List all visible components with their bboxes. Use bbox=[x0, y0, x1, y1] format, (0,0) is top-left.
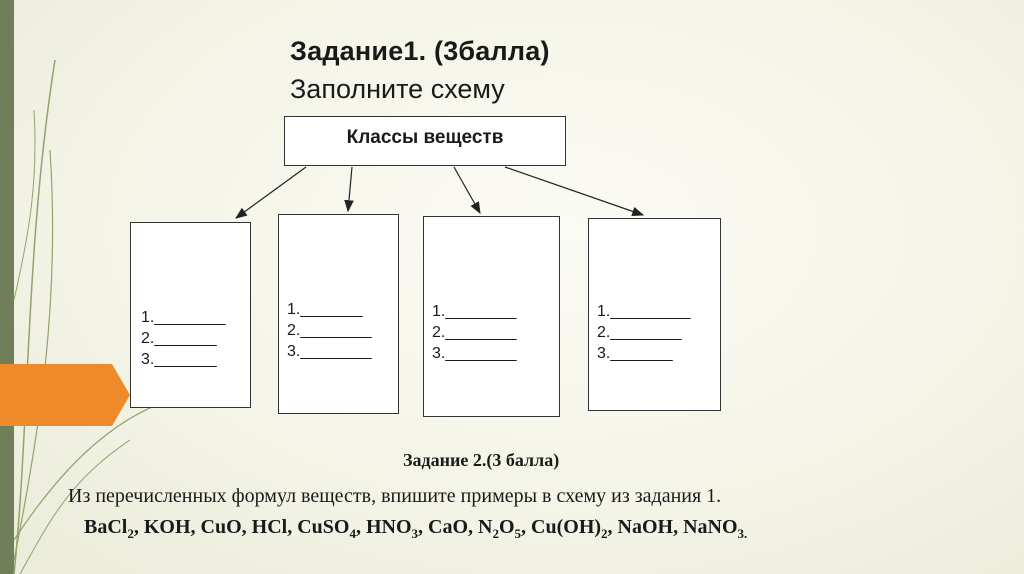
arrow-to-box-4 bbox=[504, 166, 645, 216]
root-class-box: Классы веществ bbox=[284, 116, 566, 166]
box2-line-2: 2.________ bbox=[287, 322, 372, 339]
box3-line-1: 1.________ bbox=[432, 303, 517, 320]
formula-subscript: . bbox=[744, 526, 748, 541]
formula-subscript: 4 bbox=[349, 526, 356, 541]
formula-subscript: 5 bbox=[514, 526, 522, 541]
formula-list: BaCl2, KOH, CuO, HCl, CuSO4, HNO3, CaO, … bbox=[84, 516, 747, 542]
formula-subscript: 3 bbox=[737, 526, 745, 541]
formula-subscript: 3 bbox=[411, 526, 419, 541]
formula-part: , NaOH, NaNO bbox=[607, 516, 738, 538]
box4-line-2: 2.________ bbox=[597, 324, 682, 341]
formula-part: , HNO bbox=[355, 516, 412, 538]
formula-part: O bbox=[498, 516, 515, 538]
arrow-to-box-1 bbox=[235, 166, 307, 219]
decorative-leaves bbox=[13, 59, 171, 574]
box3-line-3: 3.________ bbox=[432, 345, 517, 362]
box1-line-1: 1.________ bbox=[141, 309, 226, 326]
formula-subscript: 2 bbox=[127, 526, 134, 541]
box2-line-1: 1._______ bbox=[287, 301, 363, 318]
formula-subscript: 2 bbox=[492, 526, 499, 541]
class-box-2: 1._______ 2.________ 3.________ bbox=[278, 214, 399, 414]
box3-line-2: 2.________ bbox=[432, 324, 517, 341]
class-box-3: 1.________ 2.________ 3.________ bbox=[423, 216, 560, 417]
box1-line-2: 2._______ bbox=[141, 330, 217, 347]
class-box-1: 1.________ 2._______ 3._______ bbox=[130, 222, 251, 408]
task2-instruction: Из перечисленных формул веществ, впишите… bbox=[68, 485, 722, 507]
task1-title: Задание1. (3балла) bbox=[290, 36, 550, 66]
box4-line-3: 3._______ bbox=[597, 345, 673, 362]
formula-part: , CaO, N bbox=[418, 516, 493, 538]
task1-instruction: Заполните схему bbox=[290, 74, 505, 104]
class-box-4: 1._________ 2.________ 3._______ bbox=[588, 218, 721, 411]
formula-part: , Cu(OH) bbox=[521, 516, 602, 538]
task2-title: Задание 2.(3 балла) bbox=[403, 450, 560, 470]
box1-line-3: 3._______ bbox=[141, 351, 217, 368]
orange-tab bbox=[0, 364, 130, 426]
arrow-to-box-2 bbox=[344, 166, 354, 213]
box4-line-1: 1._________ bbox=[597, 303, 691, 320]
root-class-label: Классы веществ bbox=[346, 127, 504, 148]
formula-subscript: 2 bbox=[601, 526, 608, 541]
formula-part: , KOH, CuO, HCl, CuSO bbox=[133, 516, 350, 538]
left-accent-strip bbox=[0, 0, 14, 574]
box2-line-3: 3.________ bbox=[287, 343, 372, 360]
arrow-to-box-3 bbox=[453, 166, 481, 215]
formula-part: BaCl bbox=[84, 516, 128, 538]
